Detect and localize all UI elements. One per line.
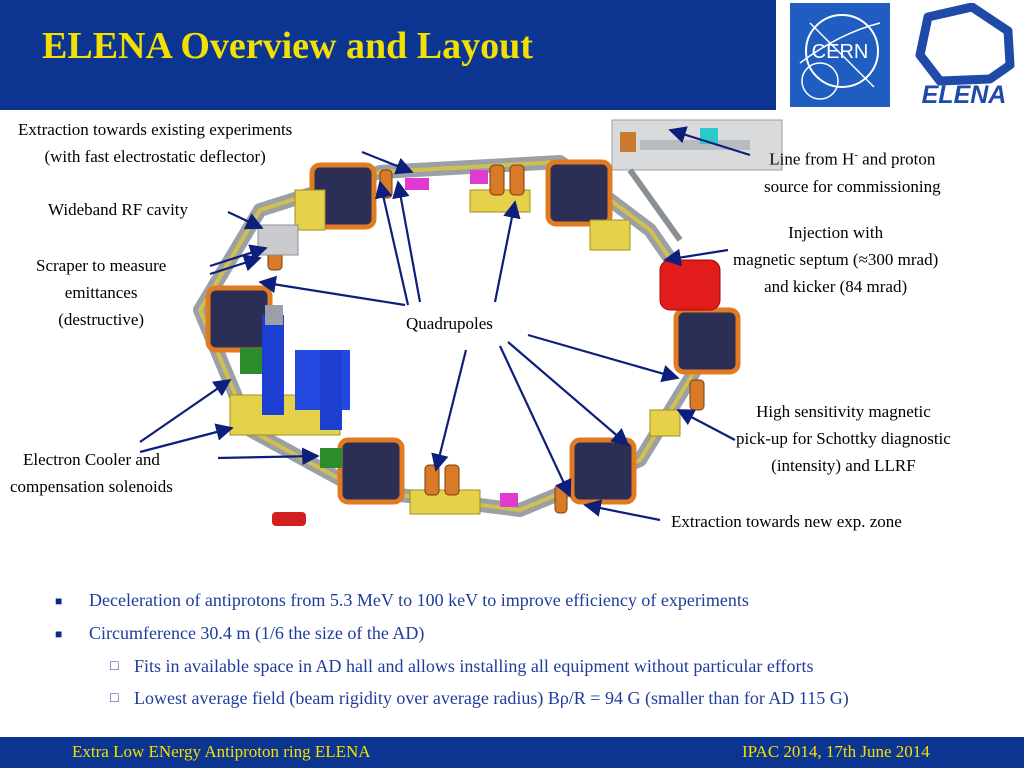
callout-wideband-rf-text: Wideband RF cavity bbox=[48, 200, 189, 219]
dipole-magnets bbox=[205, 159, 741, 505]
callout-quadrupoles: Quadrupoles bbox=[406, 310, 493, 337]
slide-title: ELENA Overview and Layout bbox=[42, 25, 533, 67]
cern-logo: CERN bbox=[790, 3, 890, 107]
solenoid bbox=[240, 348, 262, 374]
sub-bullet-text: Fits in available space in AD hall and a… bbox=[134, 656, 814, 676]
extraction-line-element bbox=[272, 512, 306, 526]
callout-electron-cooler: Electron Cooler and compensation solenoi… bbox=[10, 446, 173, 500]
footer-left-text: Extra Low ENergy Antiproton ring ELENA bbox=[72, 742, 371, 761]
callout-extraction-new: Extraction towards new exp. zone bbox=[671, 508, 902, 535]
callout-wideband-rf: Wideband RF cavity bbox=[48, 196, 188, 223]
callout-quadrupoles-text: Quadrupoles bbox=[406, 314, 493, 333]
callout-extraction-existing: Extraction towards existing experiments … bbox=[18, 116, 292, 170]
callout-scraper-line2: emittances bbox=[64, 283, 138, 302]
rf-cavity bbox=[257, 224, 299, 256]
callout-extraction-existing-line1: Extraction towards existing experiments bbox=[18, 120, 293, 139]
sub-bullet-text: Lowest average field (beam rigidity over… bbox=[134, 688, 849, 708]
footer-right-text: IPAC 2014, 17th June 2014 bbox=[742, 742, 930, 761]
pickup-unit bbox=[405, 178, 429, 190]
bullet-list: ■ Deceleration of antiprotons from 5.3 M… bbox=[0, 586, 1024, 726]
square-bullet-icon: ■ bbox=[55, 627, 63, 641]
logo-box: CERN ELENA bbox=[776, 0, 1024, 110]
sub-bullet-item: □ Fits in available space in AD hall and… bbox=[110, 656, 814, 677]
transfer-line-structure bbox=[611, 119, 783, 242]
callout-schottky-line2: pick-up for Schottky diagnostic bbox=[736, 429, 951, 448]
callout-schottky: High sensitivity magnetic pick-up for Sc… bbox=[736, 398, 951, 479]
hollow-square-bullet-icon: □ bbox=[110, 659, 119, 674]
callout-arrows bbox=[139, 126, 751, 522]
bullet-item: ■ Circumference 30.4 m (1/6 the size of … bbox=[55, 623, 425, 644]
bullet-item: ■ Deceleration of antiprotons from 5.3 M… bbox=[55, 590, 749, 611]
sub-bullet-item: □ Lowest average field (beam rigidity ov… bbox=[110, 688, 849, 709]
square-bullet-icon: ■ bbox=[55, 594, 63, 608]
callout-line-from-h: Line from H- and proton source for commi… bbox=[764, 142, 941, 200]
callout-line-from-h-line2: source for commissioning bbox=[764, 176, 941, 196]
elena-logo-text: ELENA bbox=[922, 81, 1007, 107]
elena-logo: ELENA bbox=[915, 3, 1015, 107]
bullet-text: Circumference 30.4 m (1/6 the size of th… bbox=[89, 623, 425, 643]
callout-scraper: Scraper to measure emittances (destructi… bbox=[36, 252, 166, 333]
ring-machine-illustration bbox=[139, 119, 783, 526]
bullet-text: Deceleration of antiprotons from 5.3 MeV… bbox=[89, 590, 749, 610]
injection-septum bbox=[659, 259, 721, 311]
callout-extraction-existing-line2: (with fast electrostatic deflector) bbox=[44, 147, 266, 166]
hollow-square-bullet-icon: □ bbox=[110, 691, 119, 706]
callout-schottky-line3: (intensity) and LLRF bbox=[771, 456, 916, 475]
footer-bar: Extra Low ENergy Antiproton ring ELENA I… bbox=[0, 737, 1024, 768]
callout-schottky-line1: High sensitivity magnetic bbox=[756, 402, 931, 421]
callout-injection-line1: Injection with bbox=[788, 223, 884, 242]
cern-logo-text: CERN bbox=[812, 41, 869, 63]
callout-injection-line3: and kicker (84 mrad) bbox=[764, 277, 908, 296]
ring-diagram: Extraction towards existing experiments … bbox=[0, 110, 1024, 580]
callout-line-from-h-sup: - bbox=[854, 149, 858, 161]
callout-line-from-h-text: Line from H bbox=[769, 149, 855, 169]
electron-cooler bbox=[262, 305, 350, 430]
callout-scraper-line3: (destructive) bbox=[58, 310, 145, 329]
callout-electron-cooler-line2: compensation solenoids bbox=[10, 477, 173, 496]
pickup-unit bbox=[500, 493, 518, 507]
callout-injection-line2: magnetic septum (≈300 mrad) bbox=[733, 250, 939, 269]
callout-electron-cooler-line1: Electron Cooler and bbox=[23, 450, 160, 469]
solenoid bbox=[320, 448, 342, 468]
header-bar: ELENA Overview and Layout CERN ELENA bbox=[0, 0, 1024, 110]
callout-line-from-h-line1: Line from H- and proton bbox=[764, 142, 941, 173]
callout-scraper-line1: Scraper to measure bbox=[36, 256, 167, 275]
callout-line-from-h-rest: and proton bbox=[857, 149, 936, 169]
callout-injection: Injection with magnetic septum (≈300 mra… bbox=[733, 219, 938, 300]
callout-extraction-new-text: Extraction towards new exp. zone bbox=[671, 512, 902, 531]
pickup-unit bbox=[470, 170, 488, 184]
